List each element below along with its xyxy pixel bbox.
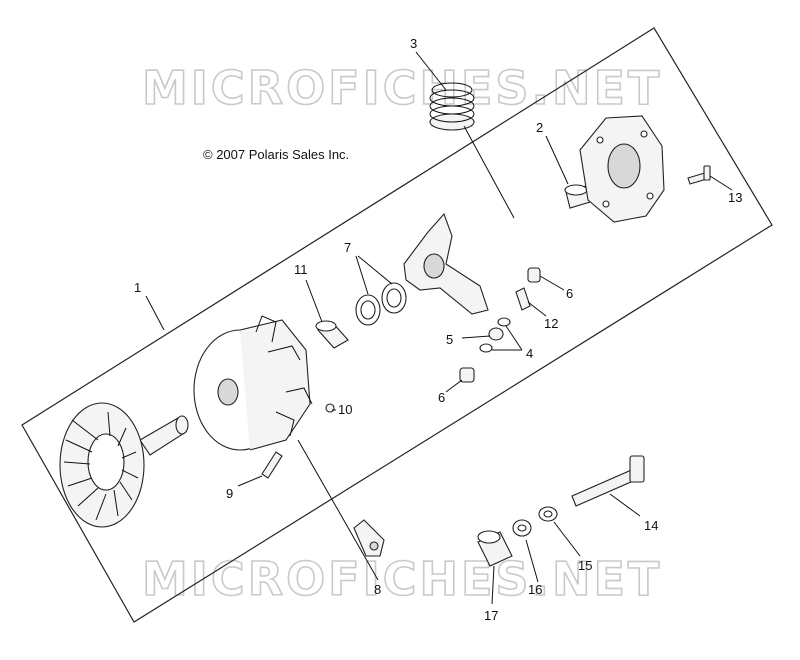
callout-3: 3 <box>410 36 417 51</box>
part-7-washers <box>355 282 407 326</box>
watermark-bottom: MICROFICHES.NET <box>142 552 662 606</box>
callout-11: 11 <box>294 262 308 277</box>
part-10-nut <box>325 403 335 413</box>
copyright-text: © 2007 Polaris Sales Inc. <box>203 147 349 162</box>
assembly-frame <box>21 27 773 623</box>
part-1-drive-sheave <box>59 315 313 528</box>
watermark-top: MICROFICHES.NET <box>142 61 662 115</box>
callout-7: 7 <box>344 240 351 255</box>
spider <box>403 212 489 315</box>
callout-17: 17 <box>484 608 498 623</box>
callout-2: 2 <box>536 120 543 135</box>
part-16-washer <box>512 519 532 537</box>
callout-6-bottom: 6 <box>438 390 445 405</box>
callout-9: 9 <box>226 486 233 501</box>
callout-6-top: 6 <box>566 286 573 301</box>
part-11-bushing <box>315 320 349 349</box>
part-4-washers <box>479 317 511 353</box>
part-9-pin <box>261 451 283 479</box>
callout-8: 8 <box>374 582 381 597</box>
part-15-washer <box>538 506 558 522</box>
callout-14: 14 <box>644 518 658 533</box>
callout-10: 10 <box>338 402 352 417</box>
part-14-bolt <box>571 455 645 507</box>
leader-lines <box>145 51 733 605</box>
part-5-roller <box>488 327 504 341</box>
part-3-spring <box>429 82 475 131</box>
part-12-pin <box>515 287 531 311</box>
callout-13: 13 <box>728 190 742 205</box>
callout-4: 4 <box>526 346 533 361</box>
part-17-spacer <box>477 530 513 567</box>
part-8-weight <box>353 519 385 557</box>
part-13-bolt <box>687 165 711 185</box>
callout-15: 15 <box>578 558 592 573</box>
callout-12: 12 <box>544 316 558 331</box>
part-6-button-top <box>527 267 541 283</box>
callout-labels: 1 2 3 4 5 6 6 7 8 9 10 11 12 13 14 15 16… <box>134 36 742 623</box>
callout-5: 5 <box>446 332 453 347</box>
clutch-cover <box>579 115 665 223</box>
callout-1: 1 <box>134 280 141 295</box>
callout-16: 16 <box>528 582 542 597</box>
part-6-button-bottom <box>459 367 475 383</box>
